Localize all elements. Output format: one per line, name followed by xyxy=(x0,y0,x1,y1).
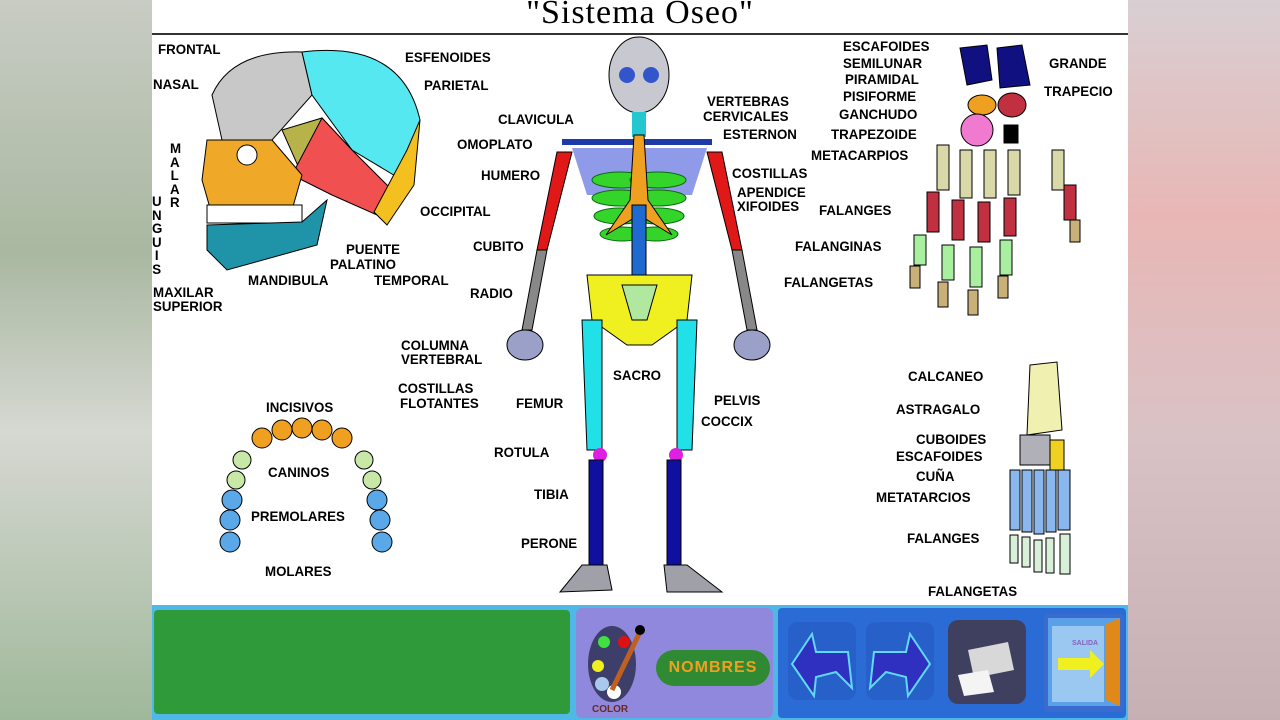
teeth-image xyxy=(219,417,393,553)
bone-label: TEMPORAL xyxy=(374,272,449,288)
palette-icon xyxy=(588,625,645,702)
forward-button[interactable] xyxy=(866,622,934,700)
bone-label: CUÑA xyxy=(916,468,955,484)
bone-label: FALANGETAS xyxy=(928,583,1018,599)
bone-label: OCCIPITAL xyxy=(420,203,491,219)
exit-door-icon xyxy=(1048,618,1120,706)
bone-label: CANINOS xyxy=(268,464,330,480)
bone-label: OMOPLATO xyxy=(457,136,533,152)
bone-label: XIFOIDES xyxy=(737,198,800,214)
exit-label: SALIDA xyxy=(1072,640,1099,647)
bone-label: SEMILUNAR xyxy=(843,55,923,71)
bone-label: MALAR xyxy=(170,140,182,210)
bone-label: PELVIS xyxy=(714,392,761,408)
bone-label: UNGUIS xyxy=(152,193,163,277)
bone-label: MOLARES xyxy=(265,563,332,579)
exit-button[interactable]: SALIDA xyxy=(1044,614,1124,712)
foot-image xyxy=(1009,361,1071,575)
page-title: "Sistema Oseo" xyxy=(526,0,754,31)
bone-label: ESCAFOIDES xyxy=(896,448,983,464)
bone-label: CERVICALES xyxy=(703,108,789,124)
bone-label: ESTERNON xyxy=(723,126,797,142)
hand-image xyxy=(909,44,1081,316)
palette-panel: COLOR NOMBRES xyxy=(576,608,773,718)
bone-label: PALATINO xyxy=(330,256,397,272)
bone-label: FRONTAL xyxy=(158,41,221,57)
bone-label: MANDIBULA xyxy=(248,272,329,288)
bone-label: TRAPEZOIDE xyxy=(831,126,917,142)
bone-label: MAXILAR xyxy=(153,284,214,300)
name-display-panel xyxy=(154,610,570,714)
bone-label: FALANGES xyxy=(907,530,980,546)
toolbar: COLOR NOMBRES SALIDA xyxy=(152,605,1128,720)
bone-label: GANCHUDO xyxy=(839,106,918,122)
bone-label: CALCANEO xyxy=(908,368,984,384)
bone-label: CUBOIDES xyxy=(916,431,987,447)
bone-label: VERTEBRAS xyxy=(707,93,790,109)
background-right xyxy=(1128,0,1280,720)
bone-label: FLOTANTES xyxy=(400,395,479,411)
bone-label: TRAPECIO xyxy=(1044,83,1113,99)
bone-label: VERTEBRAL xyxy=(401,351,483,367)
bone-label: PREMOLARES xyxy=(251,508,345,524)
print-button[interactable] xyxy=(948,620,1026,704)
bone-label: RADIO xyxy=(470,285,513,301)
bone-label: ROTULA xyxy=(494,444,550,460)
diagram-area: "Sistema Oseo" xyxy=(152,0,1128,605)
bone-label: ASTRAGALO xyxy=(896,401,981,417)
bone-label: METACARPIOS xyxy=(811,147,909,163)
bone-label: INCISIVOS xyxy=(266,399,334,415)
bone-label: METATARCIOS xyxy=(876,489,971,505)
nombres-button[interactable]: NOMBRES xyxy=(656,650,770,686)
bone-label: FALANGINAS xyxy=(795,238,882,254)
skeleton-illustration xyxy=(201,36,1081,593)
bone-label: ESFENOIDES xyxy=(405,49,491,65)
bone-label: CLAVICULA xyxy=(498,111,574,127)
skull-image xyxy=(201,49,421,271)
title-divider xyxy=(152,33,1128,35)
color-label: COLOR xyxy=(592,704,629,715)
bone-label: COSTILLAS xyxy=(732,165,808,181)
bone-label: NASAL xyxy=(153,76,199,92)
bone-label: ESCAFOIDES xyxy=(843,38,930,54)
color-palette-button[interactable] xyxy=(584,620,646,705)
bone-label: PIRAMIDAL xyxy=(845,71,919,87)
bone-label: PARIETAL xyxy=(424,77,489,93)
bone-label: GRANDE xyxy=(1049,55,1107,71)
arrow-left-icon xyxy=(790,631,854,699)
bone-label: COCCIX xyxy=(701,413,753,429)
bone-label: SACRO xyxy=(613,367,662,383)
arrow-right-icon xyxy=(868,631,932,699)
bone-label: COSTILLAS xyxy=(398,380,474,396)
bone-label: COLUMNA xyxy=(401,337,469,353)
bone-label: APENDICE xyxy=(737,184,806,200)
bone-label: CUBITO xyxy=(473,238,524,254)
bone-label: PERONE xyxy=(521,535,578,551)
bone-label: PISIFORME xyxy=(843,88,917,104)
printer-icon xyxy=(958,642,1014,696)
bone-label: FALANGES xyxy=(819,202,892,218)
bone-label: FALANGETAS xyxy=(784,274,874,290)
skeleton-body xyxy=(506,36,771,593)
background-left xyxy=(0,0,152,720)
bone-label: TIBIA xyxy=(534,486,569,502)
back-button[interactable] xyxy=(788,622,856,700)
bone-label: SUPERIOR xyxy=(153,298,223,314)
navigation-panel: SALIDA xyxy=(778,608,1126,718)
bone-label: HUMERO xyxy=(481,167,541,183)
bone-label: FEMUR xyxy=(516,395,564,411)
bone-label: PUENTE xyxy=(346,241,400,257)
